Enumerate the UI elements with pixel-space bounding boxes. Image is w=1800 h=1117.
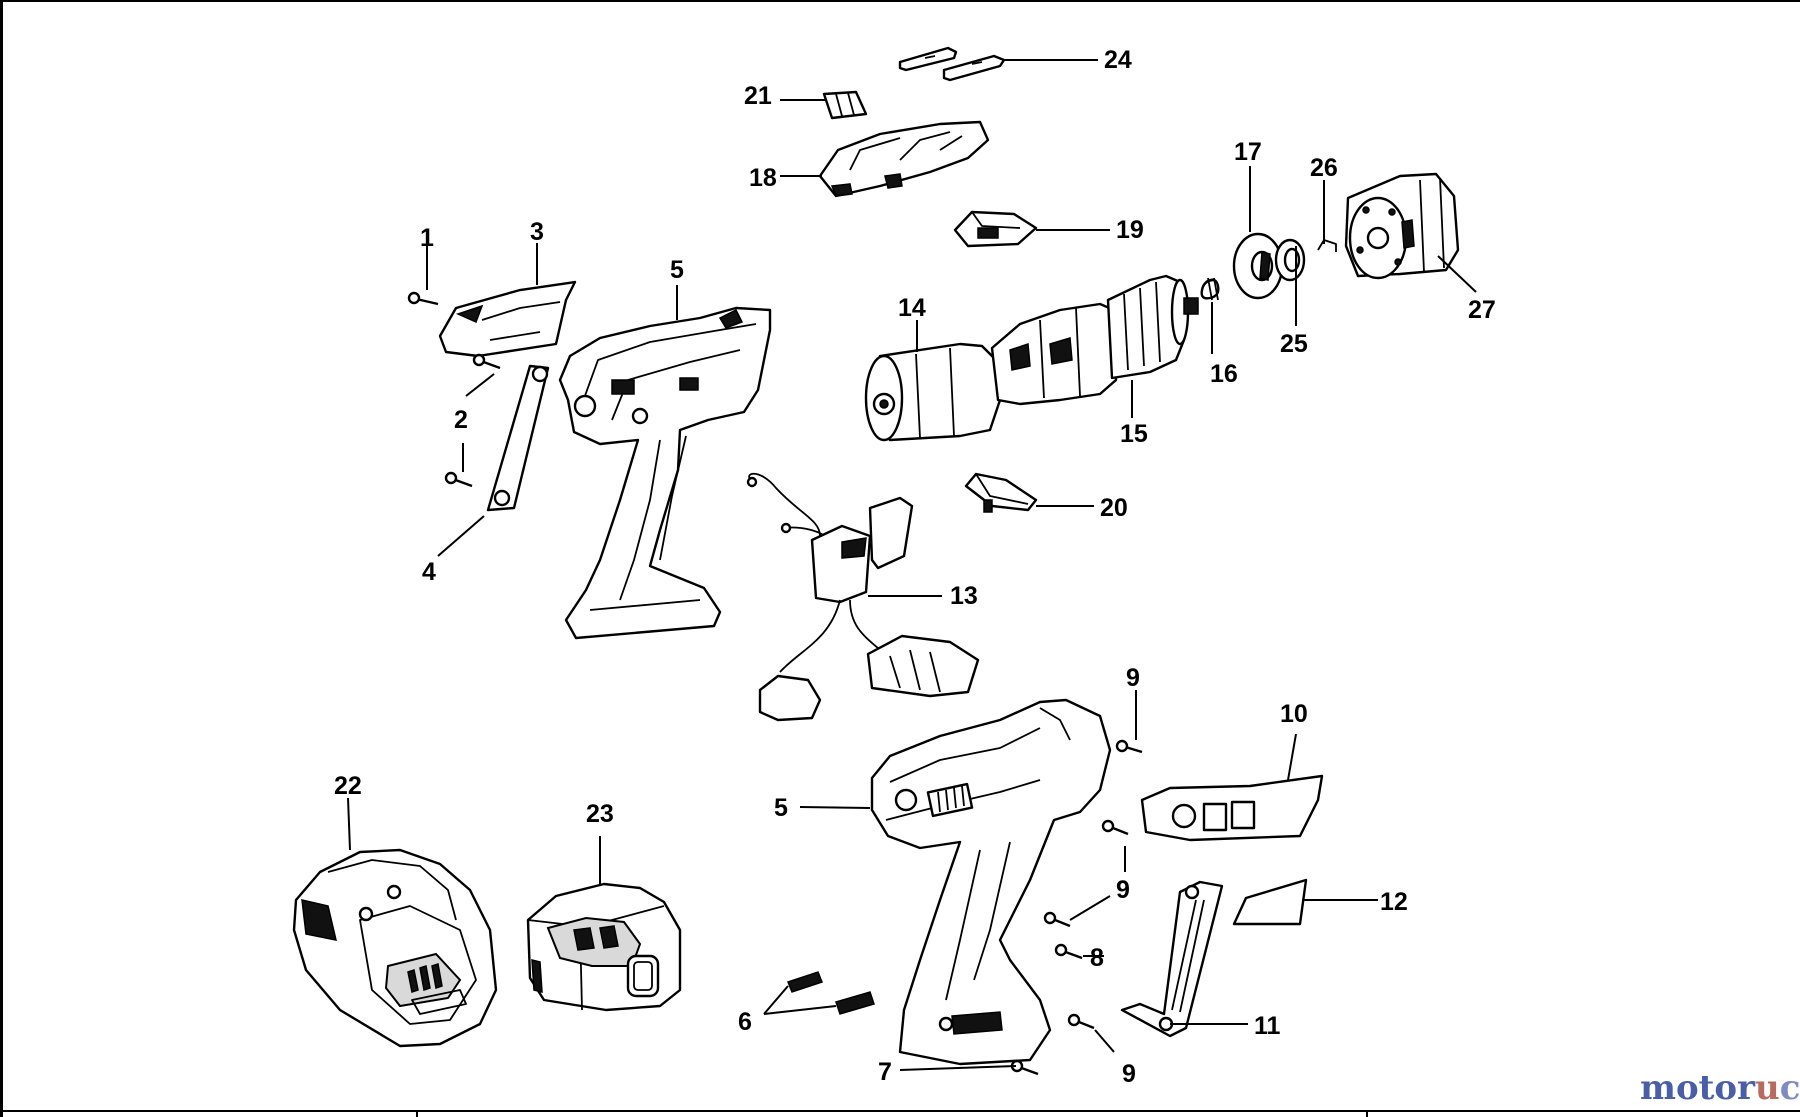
part-number-4: 4 <box>422 558 436 586</box>
pins-part <box>787 971 875 1015</box>
part-number-25: 25 <box>1280 330 1308 358</box>
switch-assembly-part <box>746 472 980 722</box>
top-cover-part <box>818 120 990 198</box>
part-number-11: 11 <box>1254 1012 1281 1040</box>
direction-slider-part <box>953 210 1038 248</box>
screw-part-7 <box>1010 1059 1039 1076</box>
washer-part <box>1232 232 1284 300</box>
part-number-12: 12 <box>1380 888 1408 916</box>
part-number-7: 7 <box>878 1058 892 1086</box>
spring-part <box>1200 277 1220 301</box>
part-number-2: 2 <box>454 406 468 434</box>
leader-lines <box>347 59 1477 1071</box>
side-cover-part <box>1140 774 1324 842</box>
charger-part <box>292 848 498 1048</box>
watermark-logo[interactable]: motoruc <box>1640 1068 1800 1108</box>
part-number-19: 19 <box>1116 216 1144 244</box>
part-number-22: 22 <box>334 772 362 800</box>
part-number-1: 1 <box>420 224 434 252</box>
part-number-20: 20 <box>1100 494 1128 522</box>
spring-clip-part <box>1317 239 1337 252</box>
bottom-rule <box>0 1110 1800 1112</box>
part-number-17: 17 <box>1234 138 1262 166</box>
part-number-5-bottom: 5 <box>774 794 788 822</box>
motor-part <box>864 342 1002 442</box>
screw-part-9 <box>1043 739 1143 1030</box>
part-number-9-b: 9 <box>1116 876 1130 904</box>
retaining-ring-part <box>1274 238 1306 282</box>
gearbox-part <box>990 274 1199 406</box>
part-number-6: 6 <box>738 1008 752 1036</box>
label-plate-part <box>1232 878 1308 926</box>
chuck-part <box>1344 172 1460 280</box>
part-number-21: 21 <box>744 82 772 110</box>
screw-part-1 <box>407 291 439 306</box>
housing-half-left-part <box>558 306 772 640</box>
part-number-26: 26 <box>1310 154 1338 182</box>
screw-part-8 <box>1054 943 1083 960</box>
battery-part <box>526 882 682 1012</box>
part-number-9-d: 9 <box>1122 1060 1136 1088</box>
bottom-rule-tick <box>416 1110 418 1117</box>
bit-clip-part <box>822 90 868 120</box>
drill-bits-part <box>898 46 1006 82</box>
part-number-8: 8 <box>1090 944 1104 972</box>
part-number-14: 14 <box>898 294 926 322</box>
part-number-24: 24 <box>1104 46 1132 74</box>
part-number-10: 10 <box>1280 700 1308 728</box>
watermark-text-b: u <box>1754 1068 1780 1108</box>
part-number-18: 18 <box>749 164 777 192</box>
handle-strip-part <box>486 364 550 512</box>
lever-part <box>964 472 1038 513</box>
grip-strip-part <box>1120 880 1224 1038</box>
top-plate-part <box>438 280 577 358</box>
watermark-text-a: motor <box>1640 1068 1755 1108</box>
part-number-9-a: 9 <box>1126 664 1140 692</box>
part-number-3: 3 <box>530 218 544 246</box>
part-number-16: 16 <box>1210 360 1238 388</box>
part-number-13: 13 <box>950 582 978 610</box>
screw-part-2 <box>444 353 501 488</box>
watermark-text-c: c <box>1779 1068 1800 1108</box>
part-numbers: 1 2 3 4 5 5 6 7 8 9 9 9 9 10 11 12 13 14… <box>334 46 1496 1088</box>
part-number-15: 15 <box>1120 420 1148 448</box>
part-number-27: 27 <box>1468 296 1496 324</box>
part-number-5-top: 5 <box>670 256 684 284</box>
part-number-23: 23 <box>586 800 614 828</box>
bottom-rule-tick <box>1366 1110 1368 1117</box>
housing-half-right-part <box>870 698 1112 1066</box>
